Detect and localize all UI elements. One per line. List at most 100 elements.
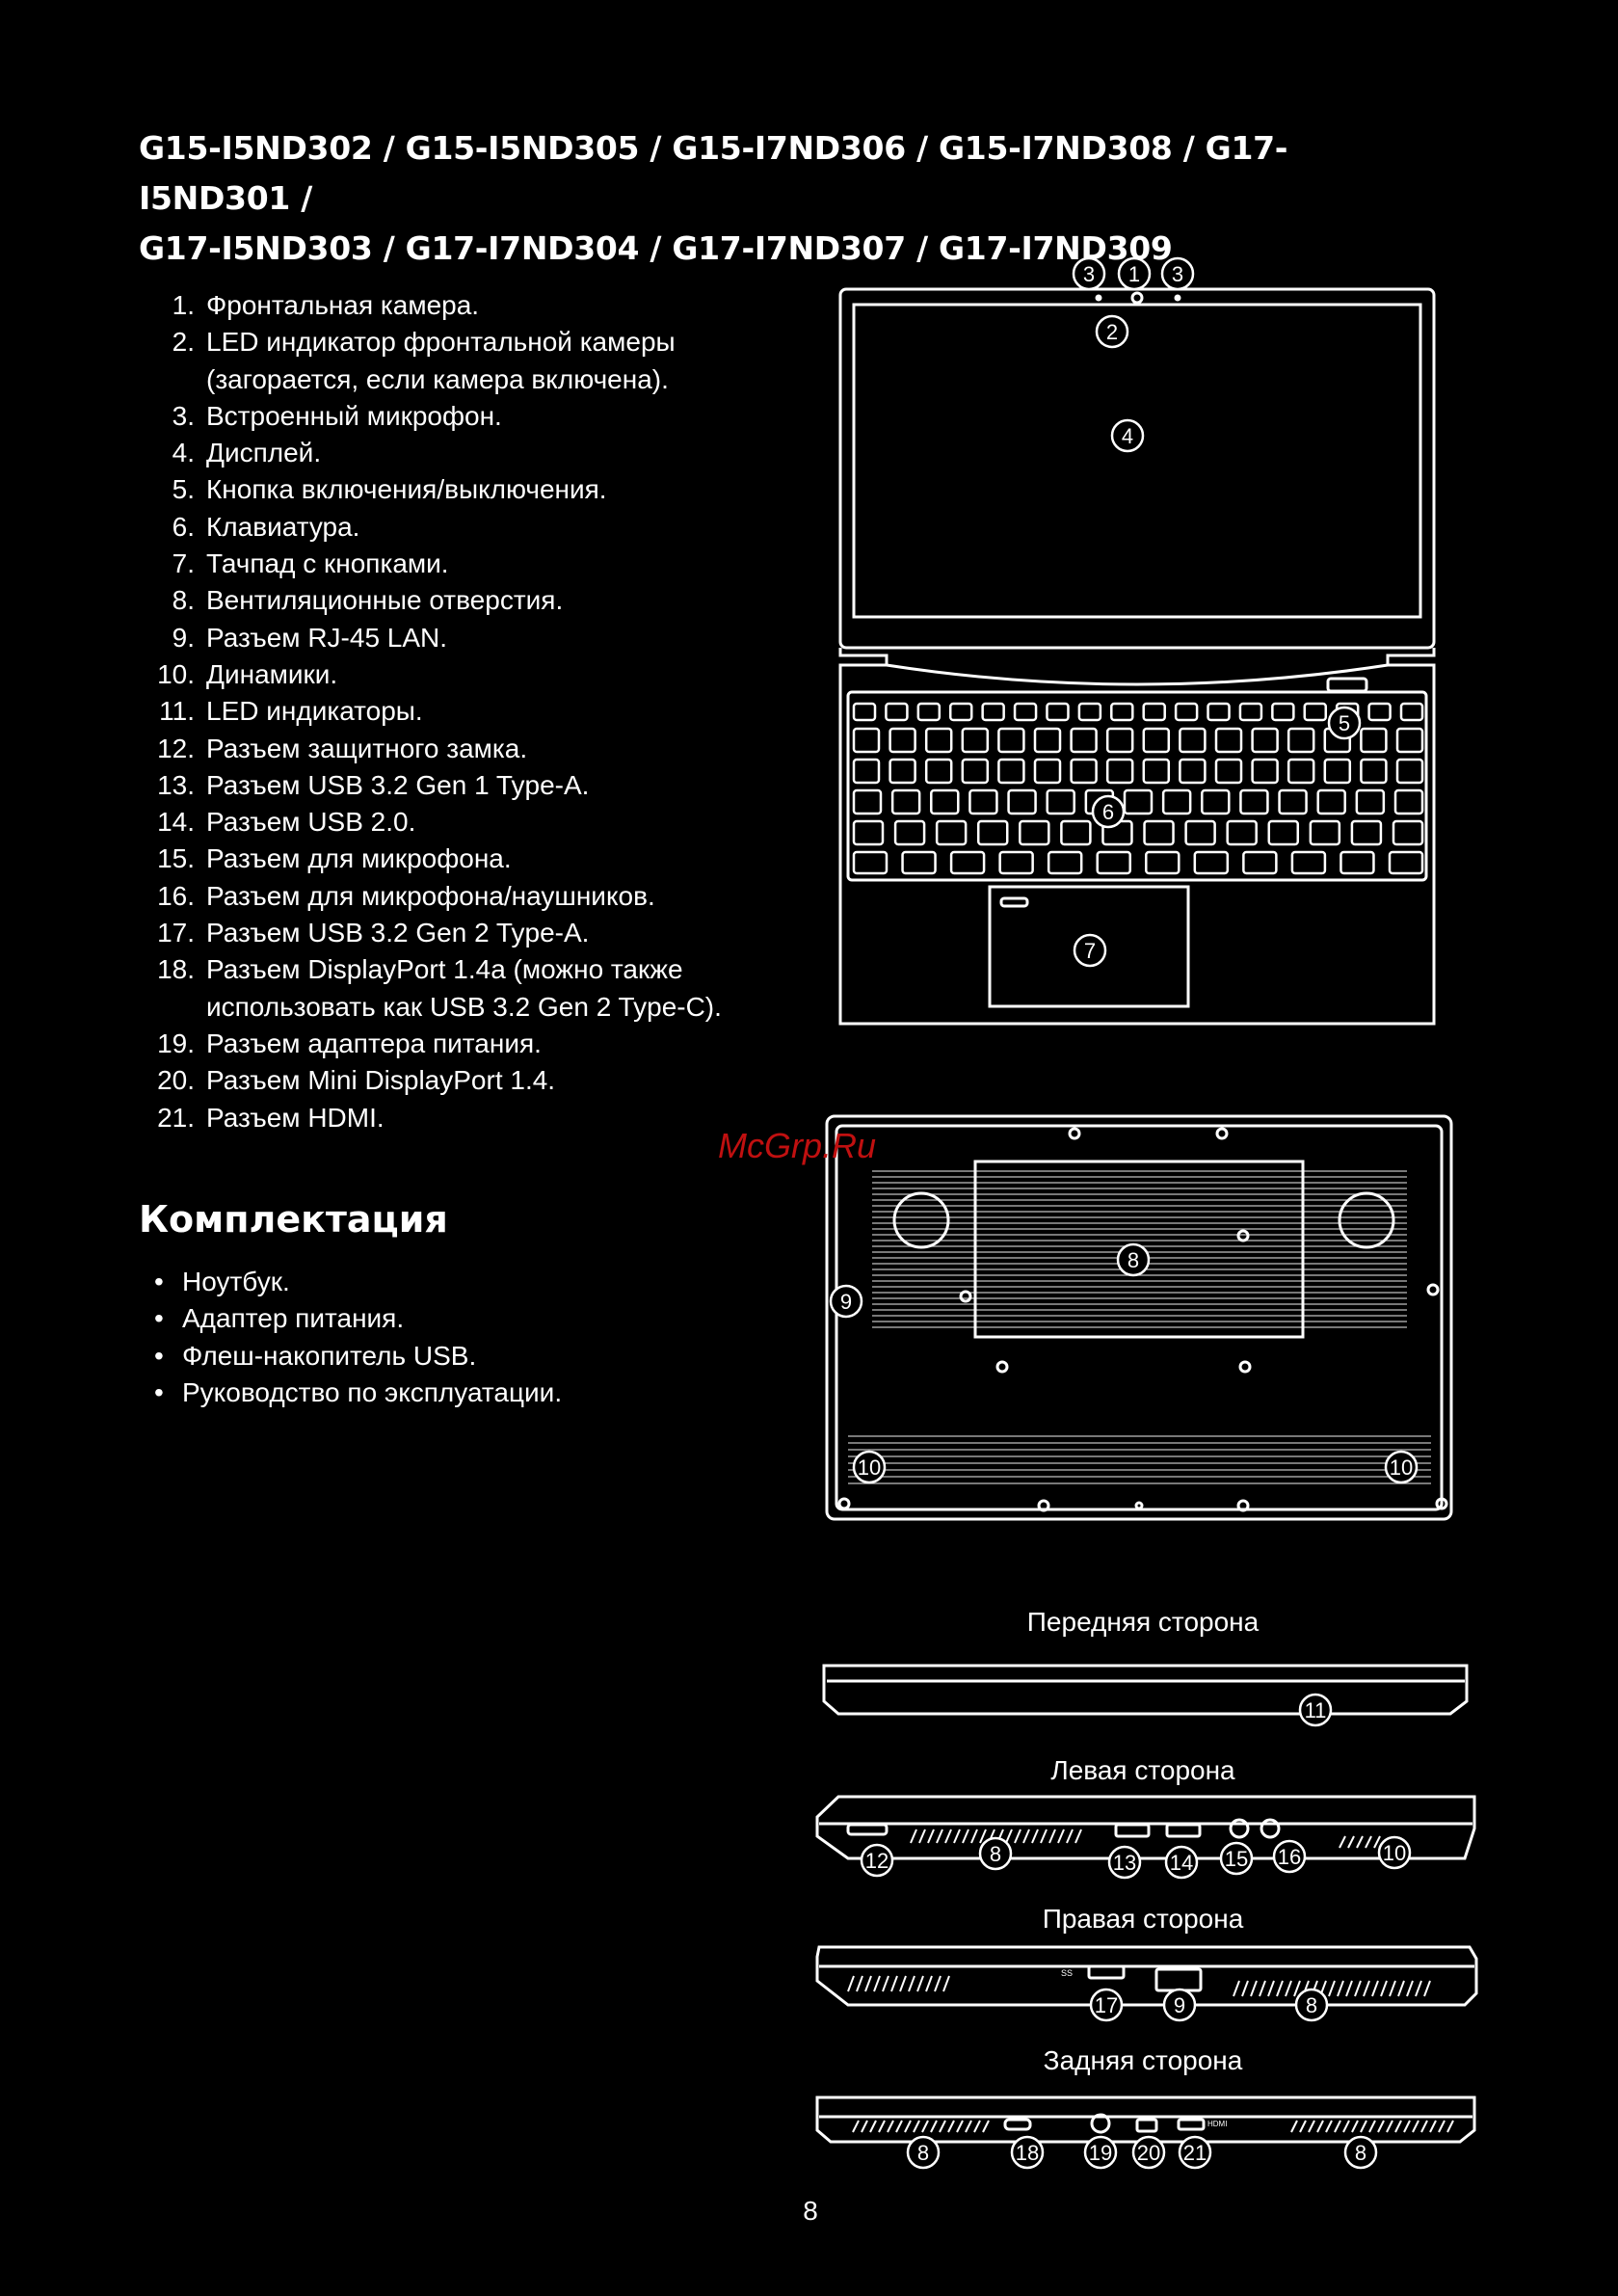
callout-number: 2 (1106, 320, 1118, 344)
part-description: Разъем адаптера питания. (206, 1026, 781, 1062)
callout-number: 16 (1278, 1845, 1301, 1869)
part-item: 12.Разъем защитного замка. (145, 731, 781, 767)
keyboard-key (1046, 702, 1070, 722)
keyboard-key (1101, 819, 1133, 846)
part-description-line: Разъем Mini DisplayPort 1.4. (206, 1065, 556, 1096)
callout-left-6: 10 (1377, 1835, 1412, 1870)
keyboard-key (1110, 702, 1134, 722)
callout-rear-2: 19 (1083, 2135, 1118, 2170)
keyboard-key (948, 702, 973, 722)
keyboard-key (1239, 788, 1269, 815)
callout-number: 17 (1095, 1993, 1118, 2017)
vent-grille (848, 1170, 1431, 1484)
callout-top-7: 7 (1073, 933, 1107, 968)
keyboard-key (890, 788, 921, 815)
part-description: Разъем для микрофона. (206, 841, 781, 877)
right-view-label: Правая сторона (1042, 1904, 1244, 1934)
keyboard-key (1278, 788, 1308, 815)
keyboard-key (949, 850, 986, 875)
keyboard-key (1142, 702, 1166, 722)
part-number: 4. (172, 438, 195, 468)
callout-number: 9 (840, 1290, 852, 1314)
kit-item: Руководство по эксплуатации. (154, 1375, 562, 1411)
keyboard-key (916, 702, 942, 722)
part-description: LED индикатор фронтальной камеры(загорае… (206, 324, 781, 398)
part-description-line: Разъем DisplayPort 1.4a (можно также (206, 954, 683, 985)
part-description-line: использовать как USB 3.2 Gen 2 Type-C). (206, 991, 722, 1022)
part-description-line: Разъем адаптера питания. (206, 1028, 542, 1058)
keyboard-key (1271, 702, 1295, 722)
part-item: 14. Разъем USB 2.0. (145, 804, 781, 841)
keyboard-key (1143, 819, 1175, 846)
callout-number: 18 (1016, 2141, 1039, 2165)
part-description-line: Разъем RJ-45 LAN. (206, 622, 448, 653)
part-description: Кнопка включения/выключения. (206, 471, 781, 508)
kit-list: Ноутбук.Адаптер питания.Флеш-накопитель … (154, 1264, 562, 1411)
callout-number: 8 (990, 1842, 1001, 1866)
keyboard-key (935, 819, 968, 846)
callout-left-0: 12 (860, 1843, 894, 1878)
callout-left-2: 13 (1107, 1845, 1142, 1880)
part-description-line: Встроенный микрофон. (206, 400, 502, 431)
part-description: LED индикаторы. (206, 693, 781, 730)
part-number: 7. (172, 548, 195, 579)
keyboard-key (1309, 819, 1341, 846)
keyboard-key (1323, 727, 1352, 754)
part-item: 15.Разъем для микрофона. (145, 841, 781, 877)
keyboard-key (1290, 850, 1327, 875)
part-item: 19. Разъем адаптера питания. (145, 1026, 781, 1062)
part-description-line: Разъем HDMI. (206, 1102, 385, 1133)
callout-number: 8 (1355, 2141, 1366, 2165)
kit-title: Комплектация (139, 1198, 448, 1241)
part-number: 21. (157, 1102, 195, 1133)
callout-number: 10 (1390, 1455, 1413, 1480)
part-description: Динамики. (206, 656, 781, 693)
callout-number: 13 (1113, 1851, 1136, 1875)
callout-number: 8 (917, 2141, 929, 2165)
part-item: 21. Разъем HDMI. (145, 1100, 781, 1136)
keyboard-key (1033, 727, 1062, 754)
keyboard-key (889, 758, 916, 785)
part-item: 5.Кнопка включения/выключения. (145, 471, 781, 508)
part-number: 6. (172, 511, 195, 542)
keyboard-key (1145, 850, 1180, 875)
keyboard-key (1267, 819, 1300, 846)
kit-item: Ноутбук. (154, 1264, 562, 1300)
keyboard-key (1339, 850, 1375, 875)
part-number: 9. (172, 622, 195, 653)
callout-left-1: 8 (978, 1836, 1013, 1871)
callout-left-5: 16 (1272, 1839, 1307, 1874)
keyboard-key (1096, 850, 1131, 875)
part-description-line: Клавиатура. (206, 511, 360, 542)
keyboard-key (1123, 788, 1154, 815)
part-description-line: Фронтальная камера. (206, 290, 480, 320)
part-description: Встроенный микрофон. (206, 398, 781, 435)
keyboard-key (1395, 727, 1424, 754)
part-number: 8. (172, 585, 195, 616)
part-number: 19. (157, 1028, 195, 1058)
part-description-line: Дисплей. (206, 438, 322, 468)
callout-bottom-0: 8 (1116, 1242, 1151, 1277)
part-description: Разъем USB 3.2 Gen 2 Type-A. (206, 915, 781, 951)
callout-number: 6 (1102, 800, 1114, 824)
part-description: Дисплей. (206, 435, 781, 471)
part-description-line: Разъем USB 2.0. (206, 807, 416, 838)
keyboard-key (852, 850, 889, 875)
part-item: 1.Фронтальная камера. (145, 287, 781, 324)
part-number: 11. (159, 696, 195, 727)
part-number: 17. (157, 918, 195, 948)
keyboard-key (852, 758, 881, 785)
callout-number: 10 (858, 1455, 881, 1480)
keyboard-key (1286, 727, 1315, 754)
part-description-line: LED индикаторы. (206, 696, 423, 727)
callout-number: 11 (1305, 1698, 1327, 1722)
part-description: Разъем DisplayPort 1.4a (можно также испо… (206, 951, 781, 1026)
callout-number: 4 (1122, 424, 1133, 448)
keyboard-key (924, 758, 953, 785)
part-description-line: Тачпад с кнопками. (206, 548, 449, 579)
part-description-line: Разъем защитного замка. (206, 733, 528, 763)
keyboard-key (1251, 758, 1279, 785)
title-line-1: G15-I5ND302 / G15-I5ND305 / G15-I7ND306 … (139, 129, 1288, 217)
part-number: 14. (157, 807, 195, 838)
callout-top-6: 6 (1091, 794, 1126, 829)
